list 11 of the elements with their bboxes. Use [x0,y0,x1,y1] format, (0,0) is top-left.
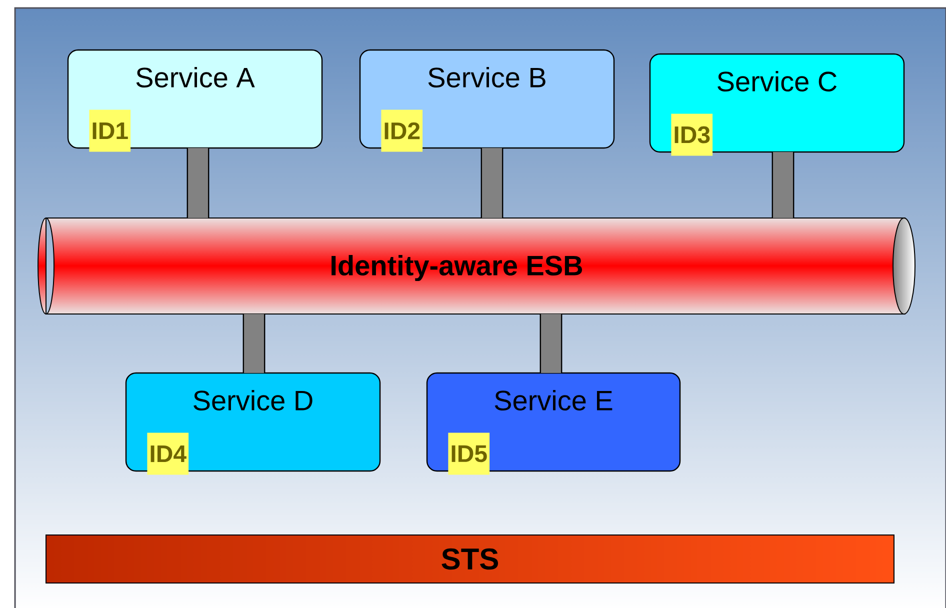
id-tag: ID5 [448,432,490,475]
connector-pipe [242,314,266,373]
connector-pipe [480,148,504,218]
id-tag: ID2 [381,110,423,152]
id-tag: ID3 [671,114,713,156]
connector-pipe [772,152,794,218]
id-tag: ID4 [147,432,189,475]
connector-pipe [186,148,210,218]
banner-bar: STS [46,534,894,584]
id-tag: ID1 [89,110,131,152]
connector-pipe [540,314,562,373]
